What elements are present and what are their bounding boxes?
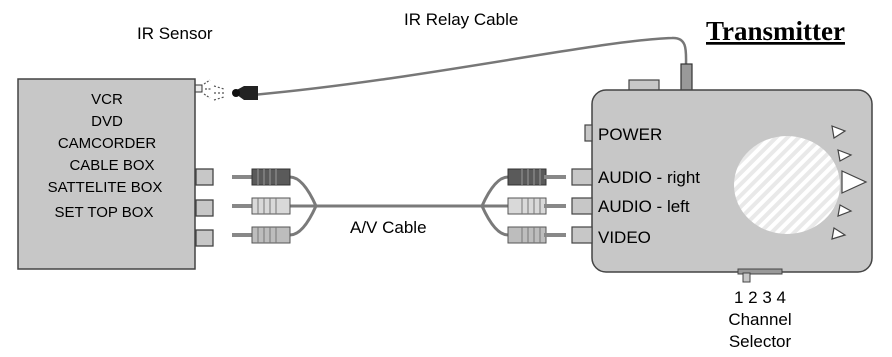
device-line-dvd: DVD bbox=[91, 113, 123, 130]
device-line-sattelite-box: SATTELITE BOX bbox=[48, 179, 163, 196]
transmitter-grille bbox=[734, 136, 840, 234]
ir-relay-cable bbox=[251, 36, 688, 97]
av-plug-right-1 bbox=[507, 168, 566, 186]
signal-arrows bbox=[831, 125, 868, 240]
channel-selector-switch[interactable] bbox=[742, 272, 751, 283]
arrow-icon bbox=[831, 227, 847, 240]
source-jack-1 bbox=[195, 168, 214, 186]
av-plug-right-3 bbox=[507, 226, 566, 244]
ir-sensor-icon bbox=[194, 79, 212, 99]
av-cable bbox=[289, 175, 509, 237]
av-cable-label: A/V Cable bbox=[350, 218, 427, 237]
audio-right-port bbox=[571, 168, 593, 186]
port-label-power: POWER bbox=[598, 125, 662, 144]
ir-relay-jack bbox=[680, 63, 693, 93]
source-device-box bbox=[17, 78, 196, 270]
ir-emitter bbox=[213, 85, 258, 101]
port-label-video: VIDEO bbox=[598, 228, 651, 247]
arrow-icon bbox=[837, 149, 853, 162]
video-port bbox=[571, 226, 593, 244]
av-plug-left-3 bbox=[232, 226, 291, 244]
device-line-set-top-box: SET TOP BOX bbox=[55, 204, 154, 221]
selector-label: Selector bbox=[729, 332, 792, 351]
arrow-icon bbox=[841, 170, 868, 194]
ir-relay-cable-label: IR Relay Cable bbox=[404, 10, 518, 29]
device-line-camcorder: CAMCORDER bbox=[58, 135, 157, 152]
arrow-icon bbox=[831, 125, 847, 139]
device-line-cable-box: CABLE BOX bbox=[69, 157, 154, 174]
channel-label: Channel bbox=[728, 310, 791, 329]
source-jack-2 bbox=[195, 199, 214, 217]
audio-left-port bbox=[571, 197, 593, 215]
source-jack-3 bbox=[195, 229, 214, 247]
channel-selector-slot bbox=[737, 268, 783, 275]
source-device-labels: VCR DVD CAMCORDER CABLE BOX SATTELITE BO… bbox=[48, 91, 163, 221]
av-plug-left-1 bbox=[232, 168, 291, 186]
av-plug-right-2 bbox=[507, 197, 566, 215]
av-plug-left-2 bbox=[232, 197, 291, 215]
ir-sensor-label: IR Sensor bbox=[137, 24, 213, 43]
power-port bbox=[584, 124, 593, 142]
port-label-audio-left: AUDIO - left bbox=[598, 197, 690, 216]
source-output-jacks bbox=[195, 168, 214, 247]
port-label-audio-right: AUDIO - right bbox=[598, 168, 700, 187]
diagram-title: Transmitter bbox=[706, 16, 845, 46]
arrow-icon bbox=[837, 204, 853, 217]
channel-numbers: 1 2 3 4 bbox=[734, 288, 786, 307]
device-line-vcr: VCR bbox=[91, 91, 123, 108]
transmitter-av-ports bbox=[571, 168, 593, 244]
